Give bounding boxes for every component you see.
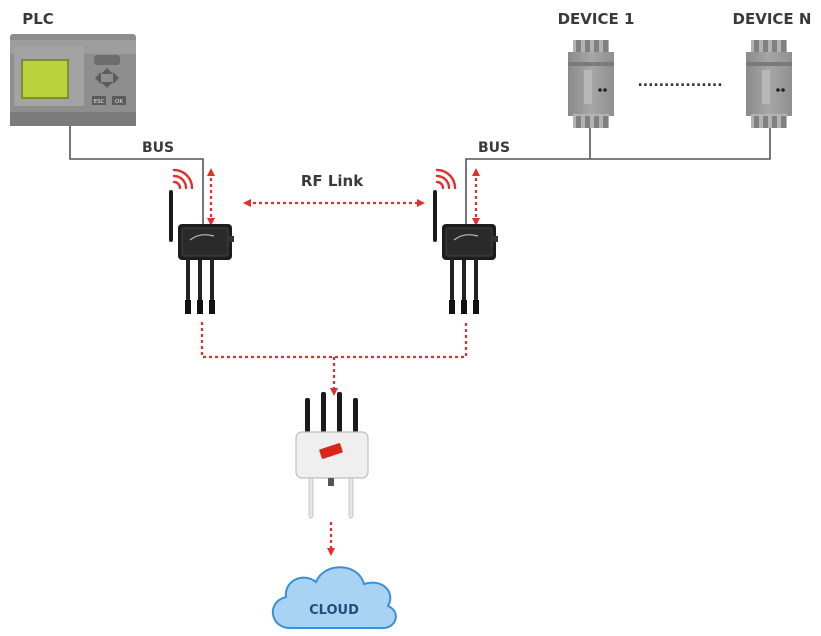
device-n-icon xyxy=(746,40,792,128)
plc-esc-key: ESC xyxy=(94,99,105,105)
rf-uplink xyxy=(200,322,468,359)
cloud-label: CLOUD xyxy=(309,603,359,618)
bus-wire-right xyxy=(465,128,771,228)
cloud-icon xyxy=(271,566,397,630)
bus-label-right: BUS xyxy=(478,140,510,156)
plc-controller-icon: ESC OK xyxy=(10,34,136,126)
device-ellipsis: ................ xyxy=(637,74,722,90)
device-1-label: DEVICE 1 xyxy=(558,10,635,28)
bus-wire-left xyxy=(69,126,204,228)
rf-link-label: RF Link xyxy=(301,172,364,190)
wireless-signal-icon-left xyxy=(172,168,194,190)
bus-label-left: BUS xyxy=(142,140,174,156)
wireless-node-icon-right xyxy=(433,190,498,314)
wireless-signal-icon-right xyxy=(435,168,457,190)
wireless-node-icon-left xyxy=(169,190,234,314)
wireless-gateway-icon xyxy=(295,392,369,519)
device-n-label: DEVICE N xyxy=(733,10,812,28)
plc-label: PLC xyxy=(22,10,54,28)
device-1-icon xyxy=(568,40,614,128)
plc-ok-key: OK xyxy=(115,99,123,105)
